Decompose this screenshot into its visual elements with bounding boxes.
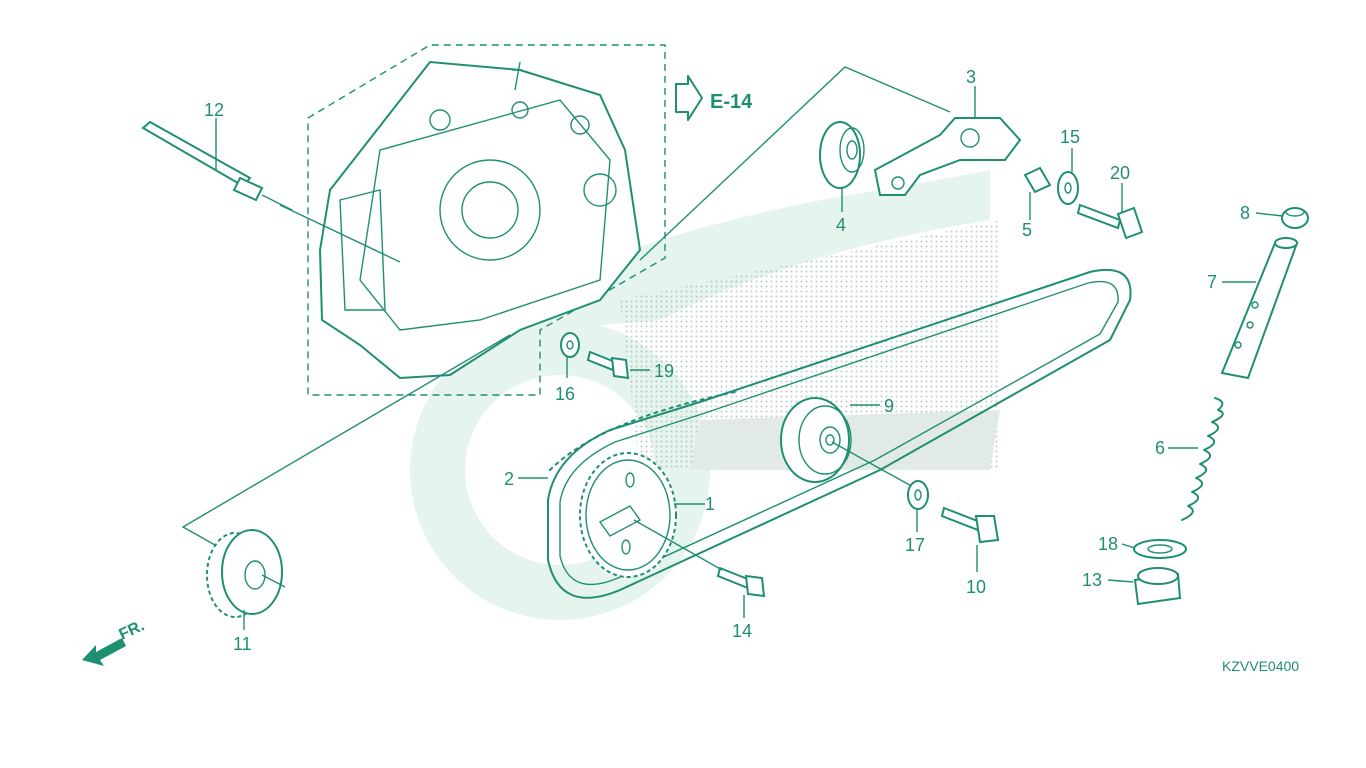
callout-6[interactable]: 6 <box>1155 438 1165 458</box>
reference-label: E-14 <box>710 91 753 113</box>
callout-2[interactable]: 2 <box>504 469 514 489</box>
part-5-collar <box>1023 166 1052 194</box>
crankcase-illustration <box>318 60 642 380</box>
part-9-roller <box>780 397 852 483</box>
diagram-code: KZVVE0400 <box>1222 658 1299 674</box>
callout-3[interactable]: 3 <box>966 67 976 87</box>
guide-line-tensioner <box>639 66 951 261</box>
front-arrow-icon <box>82 638 126 666</box>
callout-16[interactable]: 16 <box>555 384 575 404</box>
part-18-washer <box>1133 539 1187 559</box>
part-19-bolt <box>586 350 630 380</box>
part-7-tube <box>1220 237 1299 380</box>
part-4-sprocket <box>819 121 865 189</box>
part-20-bolt <box>1076 203 1144 240</box>
callout-17[interactable]: 17 <box>905 535 925 555</box>
callout-18[interactable]: 18 <box>1098 534 1118 554</box>
part-13-plug <box>1133 567 1182 606</box>
callout-9[interactable]: 9 <box>884 396 894 416</box>
part-1-sprocket <box>579 452 677 578</box>
callout-8[interactable]: 8 <box>1240 203 1250 223</box>
part-12-shaft <box>141 120 293 211</box>
part-15-washer <box>1057 171 1079 205</box>
part-11-gear <box>206 529 283 618</box>
part-10-bolt <box>940 506 1000 544</box>
callout-14[interactable]: 14 <box>732 621 752 641</box>
callout-20[interactable]: 20 <box>1110 163 1130 183</box>
part-14-bolt <box>716 566 766 598</box>
callout-labels: 1 2 3 4 5 6 7 8 9 10 11 12 13 14 15 16 1… <box>204 67 1250 654</box>
callout-5[interactable]: 5 <box>1022 220 1032 240</box>
callout-19[interactable]: 19 <box>654 361 674 381</box>
part-8-cap <box>1281 207 1309 229</box>
callout-4[interactable]: 4 <box>836 215 846 235</box>
part-16-washer <box>560 332 580 358</box>
part-17-washer <box>907 480 929 510</box>
hollow-arrow-icon <box>675 75 703 121</box>
callout-12[interactable]: 12 <box>204 100 224 120</box>
part-3-bracket <box>873 117 1022 196</box>
guide-line-gear <box>181 334 511 546</box>
callout-7[interactable]: 7 <box>1207 272 1217 292</box>
part-6-spring <box>1181 397 1224 521</box>
reference-arrow[interactable]: E-14 <box>675 75 753 121</box>
callout-1[interactable]: 1 <box>705 494 715 514</box>
callout-13[interactable]: 13 <box>1082 570 1102 590</box>
callout-11[interactable]: 11 <box>233 634 252 654</box>
part-2-chain <box>547 268 1132 599</box>
front-marker: FR. <box>82 617 147 666</box>
callout-10[interactable]: 10 <box>966 577 986 597</box>
callout-15[interactable]: 15 <box>1060 127 1080 147</box>
front-marker-label: FR. <box>117 617 148 643</box>
